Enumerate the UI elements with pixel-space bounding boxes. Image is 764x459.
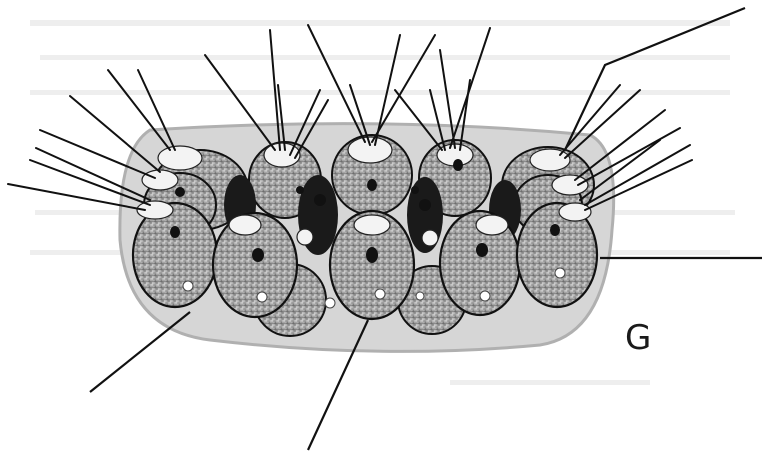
hair-cell-1 <box>133 203 217 307</box>
panel-letter-label: G <box>625 318 651 358</box>
leader-line-bottom-left <box>90 312 190 392</box>
leader-line-top-right <box>565 8 745 150</box>
